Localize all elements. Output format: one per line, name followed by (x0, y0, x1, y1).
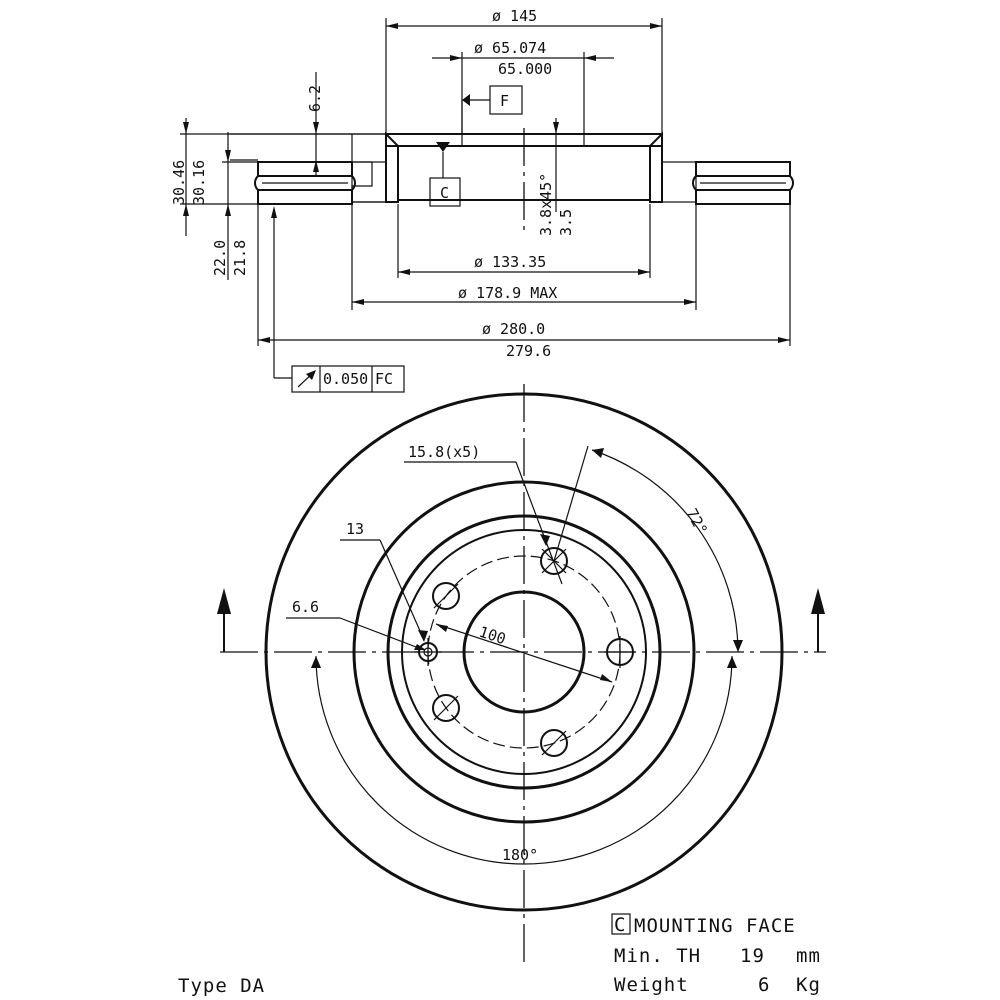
pcd-dim-line (435, 623, 613, 683)
dim-65-074-text: ø 65.074 (474, 39, 546, 57)
angle-72-text: 72° (682, 505, 711, 537)
hat-wall-left (385, 131, 399, 203)
centre-bore-circle (462, 590, 586, 714)
dim-6-6-leader (339, 617, 425, 651)
hole-size-text: 15.8(x5) (408, 443, 480, 461)
dim-21-8-text: 21.8 (231, 240, 249, 276)
angle-180-arc (315, 655, 733, 865)
runout-arrow-icon (297, 370, 316, 388)
dim-145-text: ø 145 (492, 7, 537, 25)
dim-279-6-text: 279.6 (506, 342, 551, 360)
hat-flange-left (351, 133, 387, 203)
section-view: ø 145 ø 65.074 65.000 F C 6.2 30.46 (170, 7, 794, 393)
bolt-hole-3 (432, 582, 460, 610)
section-arrow-right-icon (811, 588, 825, 614)
dim-13-leader (379, 539, 425, 641)
locating-hole (414, 638, 442, 666)
runout-frame (291, 365, 405, 393)
dim-133-text: ø 133.35 (474, 253, 546, 271)
ring-right-bottom-plate (695, 189, 791, 205)
dim-178-text: ø 178.9 MAX (458, 284, 557, 302)
dim-280-0-text: ø 280.0 (482, 320, 545, 338)
dim-chamfer-text: 3.8x45° (537, 173, 555, 236)
angle-72-arc (591, 449, 739, 653)
bolt-hole-1 (604, 636, 636, 668)
weight-unit: Kg (796, 974, 821, 996)
type-text: Type DA (178, 975, 265, 997)
hat-flange-left-hatch (351, 161, 387, 203)
hat-outer-circle (386, 514, 662, 790)
dim-30-16-text: 30.16 (190, 160, 208, 205)
dim-22-0-text: 22.0 (211, 240, 229, 276)
weight-value: 6 (758, 974, 770, 996)
datum-f-box (489, 85, 523, 115)
dim-6-6-text: 6.6 (292, 598, 319, 616)
bolt-hole-4 (432, 694, 460, 722)
datum-f-text: F (500, 92, 509, 110)
dim-6-2-text: 6.2 (306, 85, 324, 112)
pcd-text: 100 (477, 623, 508, 648)
hat-inner-circle (401, 529, 647, 775)
ring-right-top-plate (695, 161, 791, 177)
ring-left-top-plate (257, 161, 353, 177)
mounting-face-datum-box (611, 913, 631, 935)
min-th-label: Min. TH (614, 945, 701, 967)
dim-13-text: 13 (346, 520, 364, 538)
mounting-face-text: MOUNTING FACE (634, 915, 796, 937)
runout-value-text: 0.050 (323, 370, 368, 388)
dim-30-46-text: 30.46 (170, 160, 188, 205)
ring-left-vent (254, 175, 356, 191)
angle-180-text: 180° (502, 846, 538, 864)
mounting-face-datum-text: C (614, 914, 626, 936)
outer-rim-circle (264, 392, 784, 912)
ring-right-vent (692, 175, 794, 191)
hat-wall-right (649, 131, 663, 203)
runout-datums-text: FC (375, 370, 393, 388)
section-arrow-left-icon (217, 588, 231, 614)
min-th-unit: mm (796, 945, 821, 967)
hole-size-leader (515, 461, 563, 585)
min-th-value: 19 (740, 945, 765, 967)
angle-72-ray (553, 445, 589, 562)
dim-65-000-text: 65.000 (498, 60, 552, 78)
notes-block: C MOUNTING FACE Min. TH 19 mm Weight 6 K… (178, 913, 821, 997)
dim-3-5-text: 3.5 (557, 209, 575, 236)
hat-flange-right-hatch (661, 161, 697, 203)
weight-label: Weight (614, 974, 689, 996)
ring-left-bottom-plate (257, 189, 353, 205)
datum-c-text: C (440, 184, 449, 202)
bolt-hole-5 (540, 729, 568, 757)
datum-c-box (429, 177, 461, 207)
plan-view: 15.8(x5) 72° 13 6.6 100 180° (217, 384, 826, 968)
